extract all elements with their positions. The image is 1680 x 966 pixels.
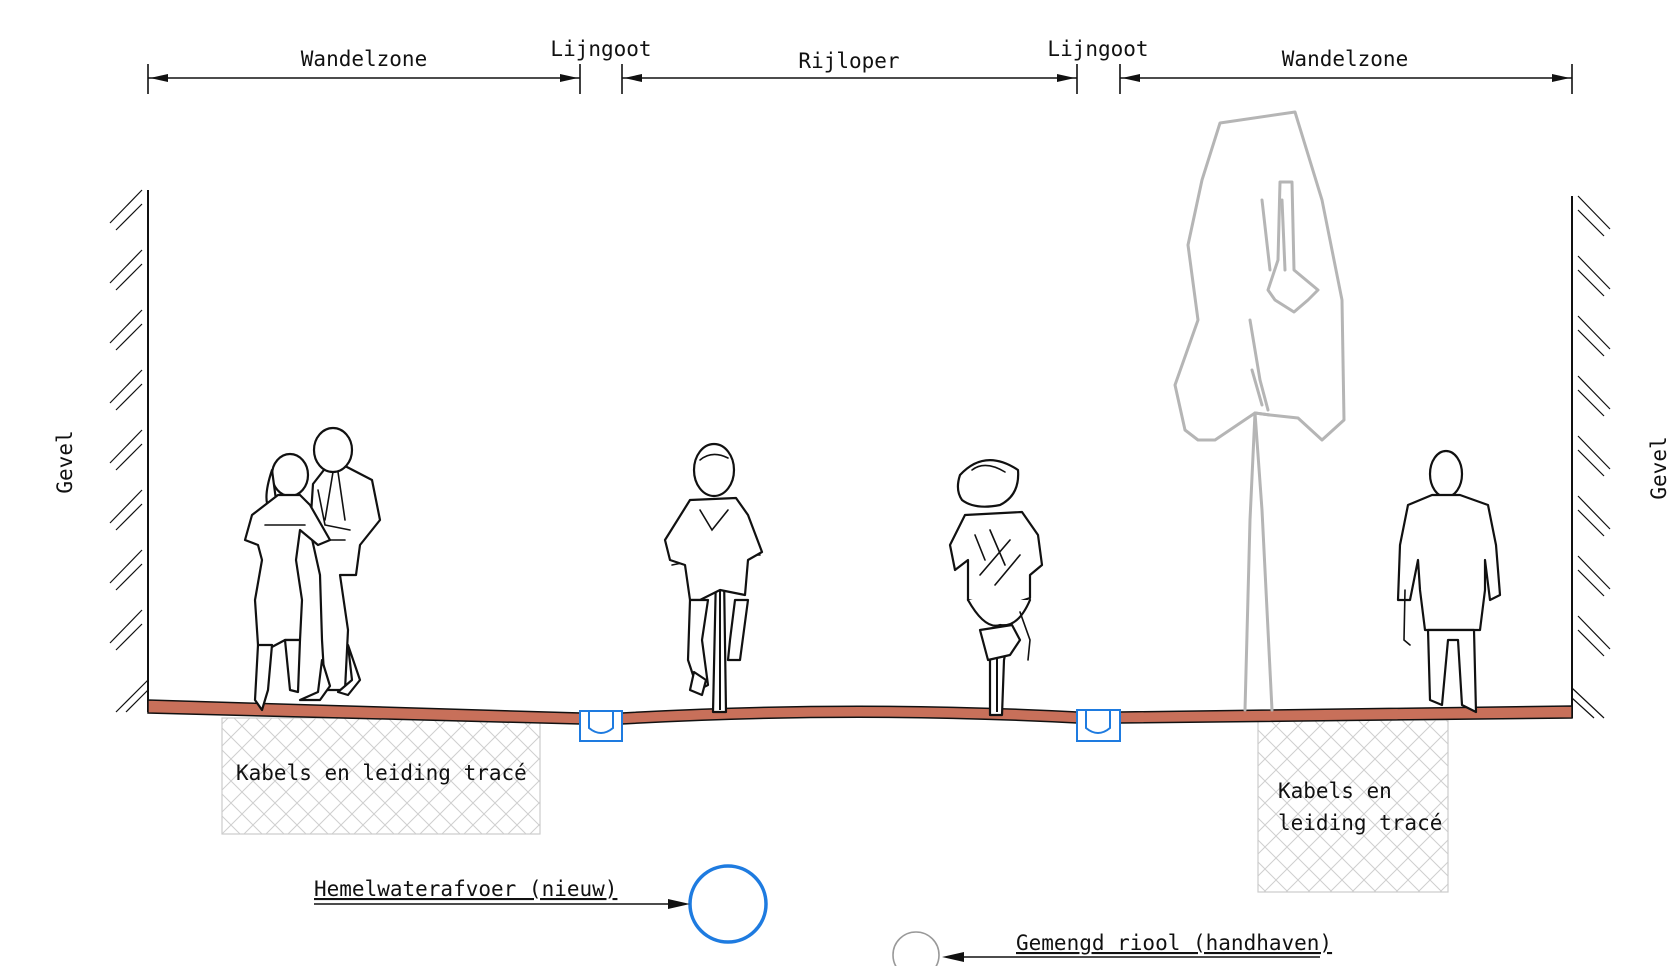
label-cable-zone-left: Kabels en leiding tracé <box>236 761 527 785</box>
gutter-right <box>1076 709 1121 742</box>
storm-water-arrow <box>668 899 690 909</box>
facade-right <box>1571 195 1611 719</box>
pedestrian-man <box>1396 449 1502 714</box>
label-lijngoot-left: Lijngoot <box>550 37 651 61</box>
dimension-line <box>147 64 1573 94</box>
pavement-right <box>1119 705 1573 724</box>
label-rijloper: Rijloper <box>798 49 899 73</box>
pavement-middle <box>621 705 1078 725</box>
cyclist-hat <box>948 459 1044 717</box>
label-gevel-left: Gevel <box>53 430 77 493</box>
facade-left <box>109 189 149 713</box>
label-wandelzone-left: Wandelzone <box>301 47 427 71</box>
label-cable-zone-right-1: Kabels en <box>1278 779 1392 803</box>
label-combined-sewer: Gemengd riool (handhaven) <box>1016 931 1332 955</box>
cyclist-woman <box>663 442 764 714</box>
label-wandelzone-right: Wandelzone <box>1282 47 1408 71</box>
combined-sewer-pipe <box>892 931 940 966</box>
gutter-left <box>579 710 623 742</box>
woman-figure <box>243 452 332 712</box>
label-cable-zone-right-2: leiding tracé <box>1278 811 1442 835</box>
label-gevel-right: Gevel <box>1647 436 1671 499</box>
couple-pedestrians <box>243 426 382 712</box>
label-storm-water: Hemelwaterafvoer (nieuw) <box>314 877 617 901</box>
cable-zone-right <box>1257 719 1449 893</box>
label-lijngoot-right: Lijngoot <box>1047 37 1148 61</box>
combined-sewer-arrow <box>942 952 964 962</box>
tree <box>1173 110 1346 712</box>
man-figure <box>298 426 382 702</box>
storm-water-pipe <box>688 864 768 944</box>
